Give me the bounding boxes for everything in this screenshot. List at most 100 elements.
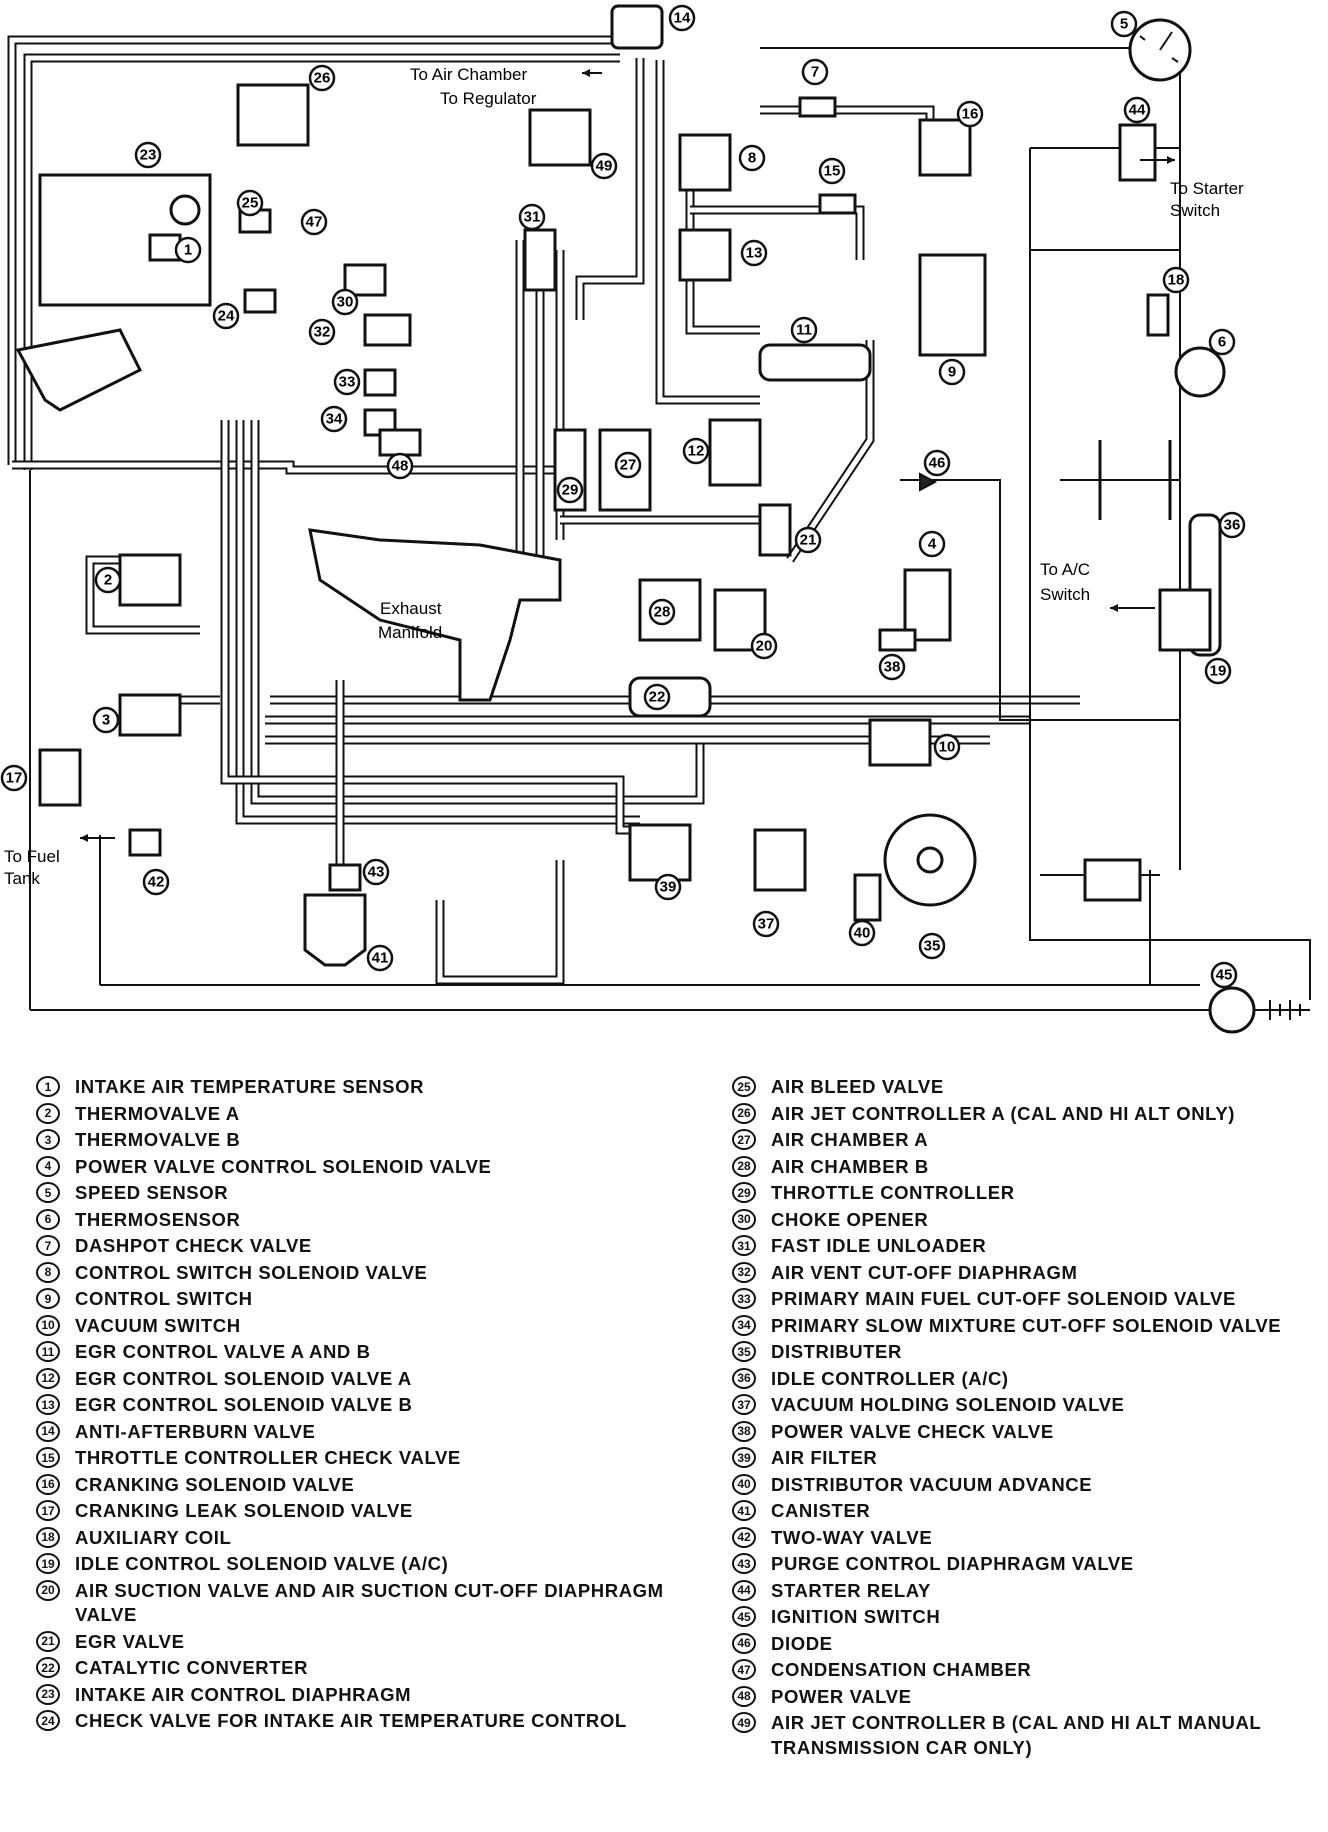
legend-number-badge: 38 (732, 1420, 756, 1442)
callout-ring (1162, 266, 1190, 294)
callout-12: 12 (682, 437, 710, 465)
callout-ring (1204, 657, 1232, 685)
callout-number: 26 (314, 70, 331, 87)
callout-13: 13 (740, 239, 768, 267)
callout-number: 5 (1120, 16, 1128, 33)
callout-4: 4 (918, 530, 946, 558)
egr-control-valve-icon (758, 343, 872, 382)
legend-label: AIR VENT CUT-OFF DIAPHRAGM (771, 1261, 1078, 1283)
legend-label: INTAKE AIR TEMPERATURE SENSOR (75, 1076, 425, 1097)
callout-20: 20 (750, 632, 778, 660)
annotation-starter-switch-1: To Starter (1170, 179, 1244, 198)
anti-afterburn-valve-icon (610, 4, 664, 50)
callout-number: 28 (654, 604, 671, 621)
callout-number: 46 (929, 455, 946, 472)
callout-number: 9 (948, 364, 956, 381)
callout-ring (923, 449, 951, 477)
callout-number: 6 (1218, 334, 1226, 351)
legend-label: THERMOSENSOR (75, 1208, 241, 1230)
legend-label: AIR FILTER (771, 1447, 878, 1468)
callout-ring (1123, 96, 1151, 124)
legend-number-badge: 11 (36, 1341, 60, 1362)
legend-label: CRANKING LEAK SOLENOID VALVE (75, 1500, 413, 1521)
callout-number: 45 (1216, 967, 1233, 984)
callout-26: 26 (308, 64, 336, 92)
callout-21: 21 (794, 526, 822, 554)
legend-label: AIR JET CONTROLLER B (CAL AND HI ALT MAN… (771, 1712, 1261, 1758)
legend-label: DISTRIBUTER (771, 1341, 902, 1362)
legend-number-badge: 34 (732, 1314, 756, 1336)
legend-label: THROTTLE CONTROLLER CHECK VALVE (75, 1447, 461, 1468)
legend-number-badge: 10 (36, 1314, 60, 1336)
legend-number-badge: 29 (732, 1182, 756, 1203)
engine-outline (15, 173, 1172, 702)
egr-valve-icon (758, 503, 792, 557)
throttle-controller-check-valve-icon (818, 193, 857, 215)
callout-number: 40 (854, 925, 871, 942)
legend-label: PRIMARY SLOW MIXTURE CUT-OFF SOLENOID VA… (771, 1314, 1282, 1336)
callout-37: 37 (752, 910, 780, 938)
callout-ring (750, 632, 778, 660)
callout-number: 31 (524, 209, 541, 226)
callout-number: 3 (102, 712, 110, 729)
callout-47: 47 (300, 208, 328, 236)
legend-label: CRANKING SOLENOID VALVE (75, 1473, 355, 1495)
legend-label: DIODE (771, 1632, 833, 1654)
callout-25: 25 (236, 189, 264, 217)
annotation-regulator: To Regulator (440, 89, 537, 108)
callout-number: 47 (306, 214, 323, 231)
callout-ring (0, 764, 28, 792)
legend-number-badge: 19 (36, 1553, 60, 1574)
callout-23: 23 (134, 141, 162, 169)
callout-45: 45 (1210, 961, 1238, 989)
annotation-exhaust-1: Exhaust (380, 599, 442, 618)
callout-ring (308, 318, 336, 346)
callout-number: 44 (1129, 102, 1146, 119)
legend-number-badge: 8 (36, 1261, 60, 1283)
callout-ring (818, 157, 846, 185)
callout-15: 15 (818, 157, 846, 185)
vacuum-switch-icon (868, 718, 932, 767)
arrows (80, 69, 1175, 842)
annotation-ac-switch-1: To A/C (1040, 560, 1090, 579)
callout-ring (236, 189, 264, 217)
callout-number: 27 (620, 457, 637, 474)
callout-ring (386, 452, 414, 480)
legend-label: AUXILIARY COIL (75, 1526, 232, 1548)
callout-42: 42 (142, 868, 170, 896)
callout-ring (362, 858, 390, 886)
callout-22: 22 (643, 683, 671, 711)
callout-ring (333, 368, 361, 396)
annotation-air-chamber: To Air Chamber (410, 65, 527, 84)
callout-32: 32 (308, 318, 336, 346)
control-switch-icon (918, 253, 987, 357)
legend-label: EGR VALVE (75, 1630, 185, 1652)
callout-14: 14 (668, 4, 696, 32)
callout-8: 8 (738, 144, 766, 172)
callout-number: 1 (184, 242, 192, 259)
fast-idle-unloader-icon (523, 228, 557, 292)
callout-ring (848, 919, 876, 947)
callout-number: 14 (674, 10, 691, 27)
legend-number-badge: 9 (36, 1288, 60, 1309)
callout-ring (643, 683, 671, 711)
legend-number-badge: 37 (732, 1394, 756, 1415)
callout-number: 10 (939, 739, 956, 756)
callout-44: 44 (1123, 96, 1151, 124)
legend-number-badge: 47 (732, 1659, 756, 1680)
air-jet-controller-a-icon (236, 83, 310, 147)
